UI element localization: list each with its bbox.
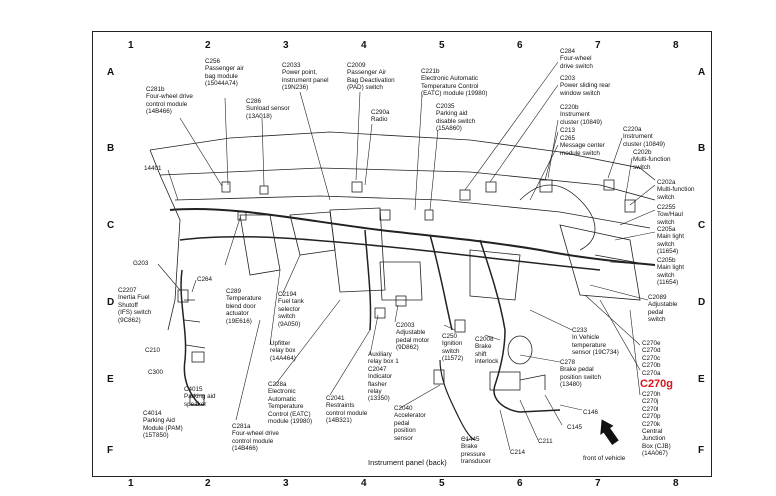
- label-upfitter-relay: Upfitter relay box (14A464): [270, 340, 296, 362]
- label-c2009: C2009 Passenger Air Bag Deactivation (PA…: [347, 62, 395, 92]
- front-of-vehicle-label: front of vehicle: [583, 455, 626, 462]
- label-c146: C146: [583, 409, 599, 416]
- label-c264: C264: [197, 276, 213, 283]
- label-c205b: C205b Main light switch (11654): [657, 257, 684, 287]
- panel-mid-edge: [159, 167, 656, 201]
- label-c300: C300: [148, 369, 164, 376]
- label-c213: C213: [560, 127, 576, 134]
- label-c281a: C281a Four-wheel drive control module (1…: [232, 423, 279, 453]
- label-c2041: C2041 Restraints control module (14B321): [326, 395, 368, 425]
- row-c-right: C: [698, 220, 706, 231]
- col-6-bottom: 6: [517, 478, 523, 489]
- label-c228a: C228a Electronic Automatic Temperature C…: [268, 381, 313, 426]
- label-c221b: C221b Electronic Automatic Temperature C…: [421, 68, 488, 98]
- label-c256: C256 Passenger air bag module (15044A74): [205, 58, 244, 88]
- label-c2194: C2194 Fuel tank selector switch (9A050): [278, 291, 304, 328]
- col-4-top: 4: [361, 40, 367, 51]
- caption-instrument-panel-back: Instrument panel (back): [368, 458, 447, 467]
- label-c270-group-1: C270e C270d C270c C270b C270a: [642, 340, 661, 377]
- row-a-left: A: [107, 67, 115, 78]
- label-c286: C286 Sunload sensor (13A018): [246, 98, 290, 120]
- label-c2207: C2207 Inertia Fuel Shutoff (IFS) switch …: [118, 287, 152, 324]
- label-c270g: C270g: [640, 378, 674, 390]
- col-2-bottom: 2: [205, 478, 211, 489]
- row-d-left: D: [107, 297, 115, 308]
- label-c203: C203 Power sliding rear window switch: [560, 75, 611, 97]
- row-d-right: D: [698, 297, 706, 308]
- label-c2040: C2040 Accelerator pedal position sensor: [394, 405, 426, 442]
- label-c289: C289 Temperature blend door actuator (19…: [226, 288, 262, 325]
- label-c250: C250 Ignition switch (11572): [442, 333, 464, 363]
- col-3-bottom: 3: [283, 478, 289, 489]
- label-aux-relay: Auxiliary relay box 1 C2047 Indicator fl…: [368, 351, 399, 403]
- label-c270-group-2: C270h C270j C270l C270p C270k Central Ju…: [642, 391, 671, 458]
- diagram-frame: [92, 31, 712, 477]
- col-6-top: 6: [517, 40, 523, 51]
- label-c4014: C4014 Parking Aid Module (PAM) (15T850): [143, 410, 183, 440]
- label-c220b: C220b Instrument cluster (10849): [560, 104, 602, 126]
- label-c1445: C1445 Brake pressure transducer: [461, 436, 491, 466]
- col-8-top: 8: [673, 40, 679, 51]
- label-c205a: C205a Main light switch (11654): [657, 226, 684, 256]
- label-c145: C145: [567, 424, 583, 431]
- label-c214: C214: [510, 449, 526, 456]
- col-4-bottom: 4: [361, 478, 367, 489]
- col-7-bottom: 7: [595, 478, 601, 489]
- label-c278: C278 Brake pedal position switch (13480): [560, 359, 601, 389]
- label-c220a: C220a Instrument cluster (10849): [623, 126, 665, 148]
- col-3-top: 3: [283, 40, 289, 51]
- row-a-right: A: [698, 67, 706, 78]
- row-e-left: E: [107, 374, 114, 385]
- label-c4015: C4015 Parking aid speaker: [184, 386, 216, 408]
- row-b-right: B: [698, 143, 706, 154]
- row-c-left: C: [107, 220, 115, 231]
- label-c265: C265 Message center module switch: [560, 135, 605, 157]
- label-c233: C233 In Vehicle temperature sensor (19C7…: [572, 327, 619, 357]
- label-c2089: C2089 Adjustable pedal switch: [648, 294, 678, 324]
- row-f-left: F: [107, 445, 114, 456]
- label-c210: C210: [145, 347, 161, 354]
- label-c290a: C290a Radio: [371, 109, 390, 124]
- label-c2035: C2035 Parking aid disable switch (15A860…: [436, 103, 476, 133]
- label-c284: C284 Four-wheel drive switch: [560, 48, 593, 70]
- col-1-top: 1: [128, 40, 134, 51]
- panel-left-edge: [149, 149, 181, 331]
- col-8-bottom: 8: [673, 478, 679, 489]
- panel-top-edge: [149, 131, 656, 181]
- row-b-left: B: [107, 143, 115, 154]
- col-1-bottom: 1: [128, 478, 134, 489]
- col-5-top: 5: [439, 40, 445, 51]
- label-14401: 14401: [144, 165, 162, 172]
- label-c202a: C202a Multi-function switch: [657, 179, 695, 201]
- label-c2008: C2008 Brake shift interlock: [475, 336, 499, 366]
- col-5-bottom: 5: [439, 478, 445, 489]
- front-arrow-icon: [600, 419, 619, 445]
- label-c2003: C2003 Adjustable pedal motor (9D862): [396, 322, 430, 352]
- row-f-right: F: [698, 445, 705, 456]
- label-c202b: C202b Multi-function switch: [633, 149, 671, 171]
- label-c281b: C281b Four-wheel drive control module (1…: [146, 86, 193, 116]
- label-g203: G203: [133, 260, 149, 267]
- row-e-right: E: [698, 374, 705, 385]
- col-2-top: 2: [205, 40, 211, 51]
- label-c211: C211: [538, 438, 553, 445]
- label-c2255: C2255 Tow/Haul switch: [657, 204, 683, 226]
- label-c2033: C2033 Power point, instrument panel (19N…: [282, 62, 329, 92]
- col-7-top: 7: [595, 40, 601, 51]
